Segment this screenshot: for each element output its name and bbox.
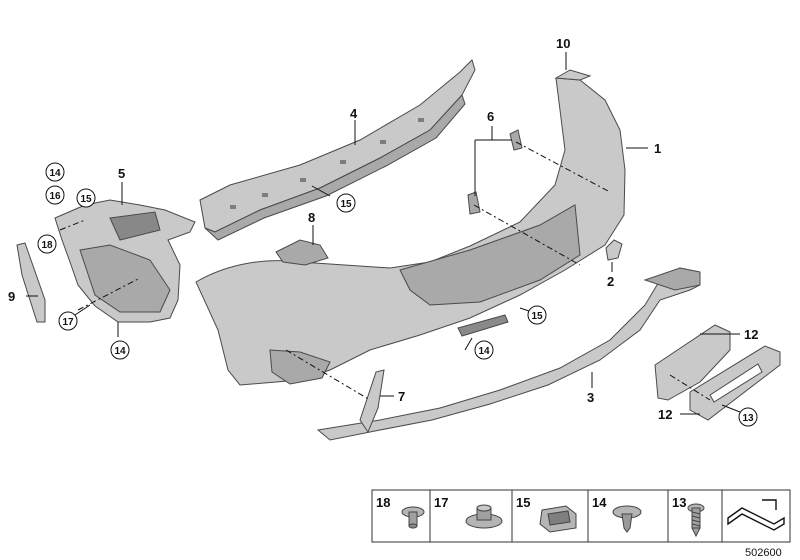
circled-callout-17: 17 [62, 317, 74, 328]
callout-1: 1 [654, 141, 661, 156]
circled-callout-labels: 14 16 15 18 17 14 15 15 14 13 [41, 168, 754, 424]
part-1-bumper-cover [195, 69, 626, 386]
leader-lines [26, 52, 741, 415]
callout-3: 3 [587, 390, 594, 405]
fastener-14-expanding-rivet [612, 505, 642, 533]
callout-8: 8 [308, 210, 315, 225]
part-12-plate-holders [654, 324, 781, 421]
callout-10: 10 [556, 36, 570, 51]
callout-6: 6 [487, 109, 494, 124]
diagram-reference-number: 502600 [745, 547, 782, 559]
callout-12-lower: 12 [658, 407, 672, 422]
callout-7: 7 [398, 389, 405, 404]
circled-callout-15-b: 15 [340, 199, 352, 210]
part-8-grille-insert [275, 239, 329, 266]
fastener-legend: 18 17 15 14 13 [371, 489, 791, 543]
fastener-18-flange-nut [401, 506, 425, 529]
callout-9: 9 [8, 289, 15, 304]
circled-callout-14-a: 14 [49, 168, 61, 179]
callout-5: 5 [118, 166, 125, 181]
legend-label-14: 14 [592, 495, 607, 510]
part-6-brackets [467, 129, 523, 215]
part-4-bumper-support [199, 59, 476, 241]
part-3-lower-trim [316, 267, 701, 441]
circled-callout-13: 13 [742, 413, 754, 424]
circled-callout-16: 16 [49, 191, 61, 202]
circled-callout-18: 18 [41, 240, 53, 251]
fastener-17-washer-nut [465, 504, 503, 529]
fastener-15-clip-nut [539, 505, 577, 533]
part-5-left-bracket [54, 199, 196, 323]
circled-callout-15-a: 15 [80, 194, 92, 205]
callout-12-upper: 12 [744, 327, 758, 342]
legend-label-13: 13 [672, 495, 686, 510]
callout-4: 4 [350, 106, 358, 121]
bent-strip-symbol [727, 499, 785, 531]
circled-callouts [37, 162, 758, 427]
part-9-side-strip [16, 242, 46, 323]
part-7-reflector [359, 369, 385, 434]
legend-label-18: 18 [376, 495, 390, 510]
circled-callout-15-c: 15 [531, 311, 543, 322]
callout-2: 2 [607, 274, 614, 289]
callout-labels: 1 2 3 4 5 6 7 8 9 10 12 12 [8, 36, 758, 422]
circled-callout-14-c: 14 [478, 346, 490, 357]
part-2-tow-cap [605, 239, 623, 261]
legend-label-15: 15 [516, 495, 530, 510]
circled-callout-14-b: 14 [114, 346, 126, 357]
fastener-13-screw [687, 503, 705, 538]
assembly-lines [59, 141, 711, 401]
legend-label-17: 17 [434, 495, 448, 510]
